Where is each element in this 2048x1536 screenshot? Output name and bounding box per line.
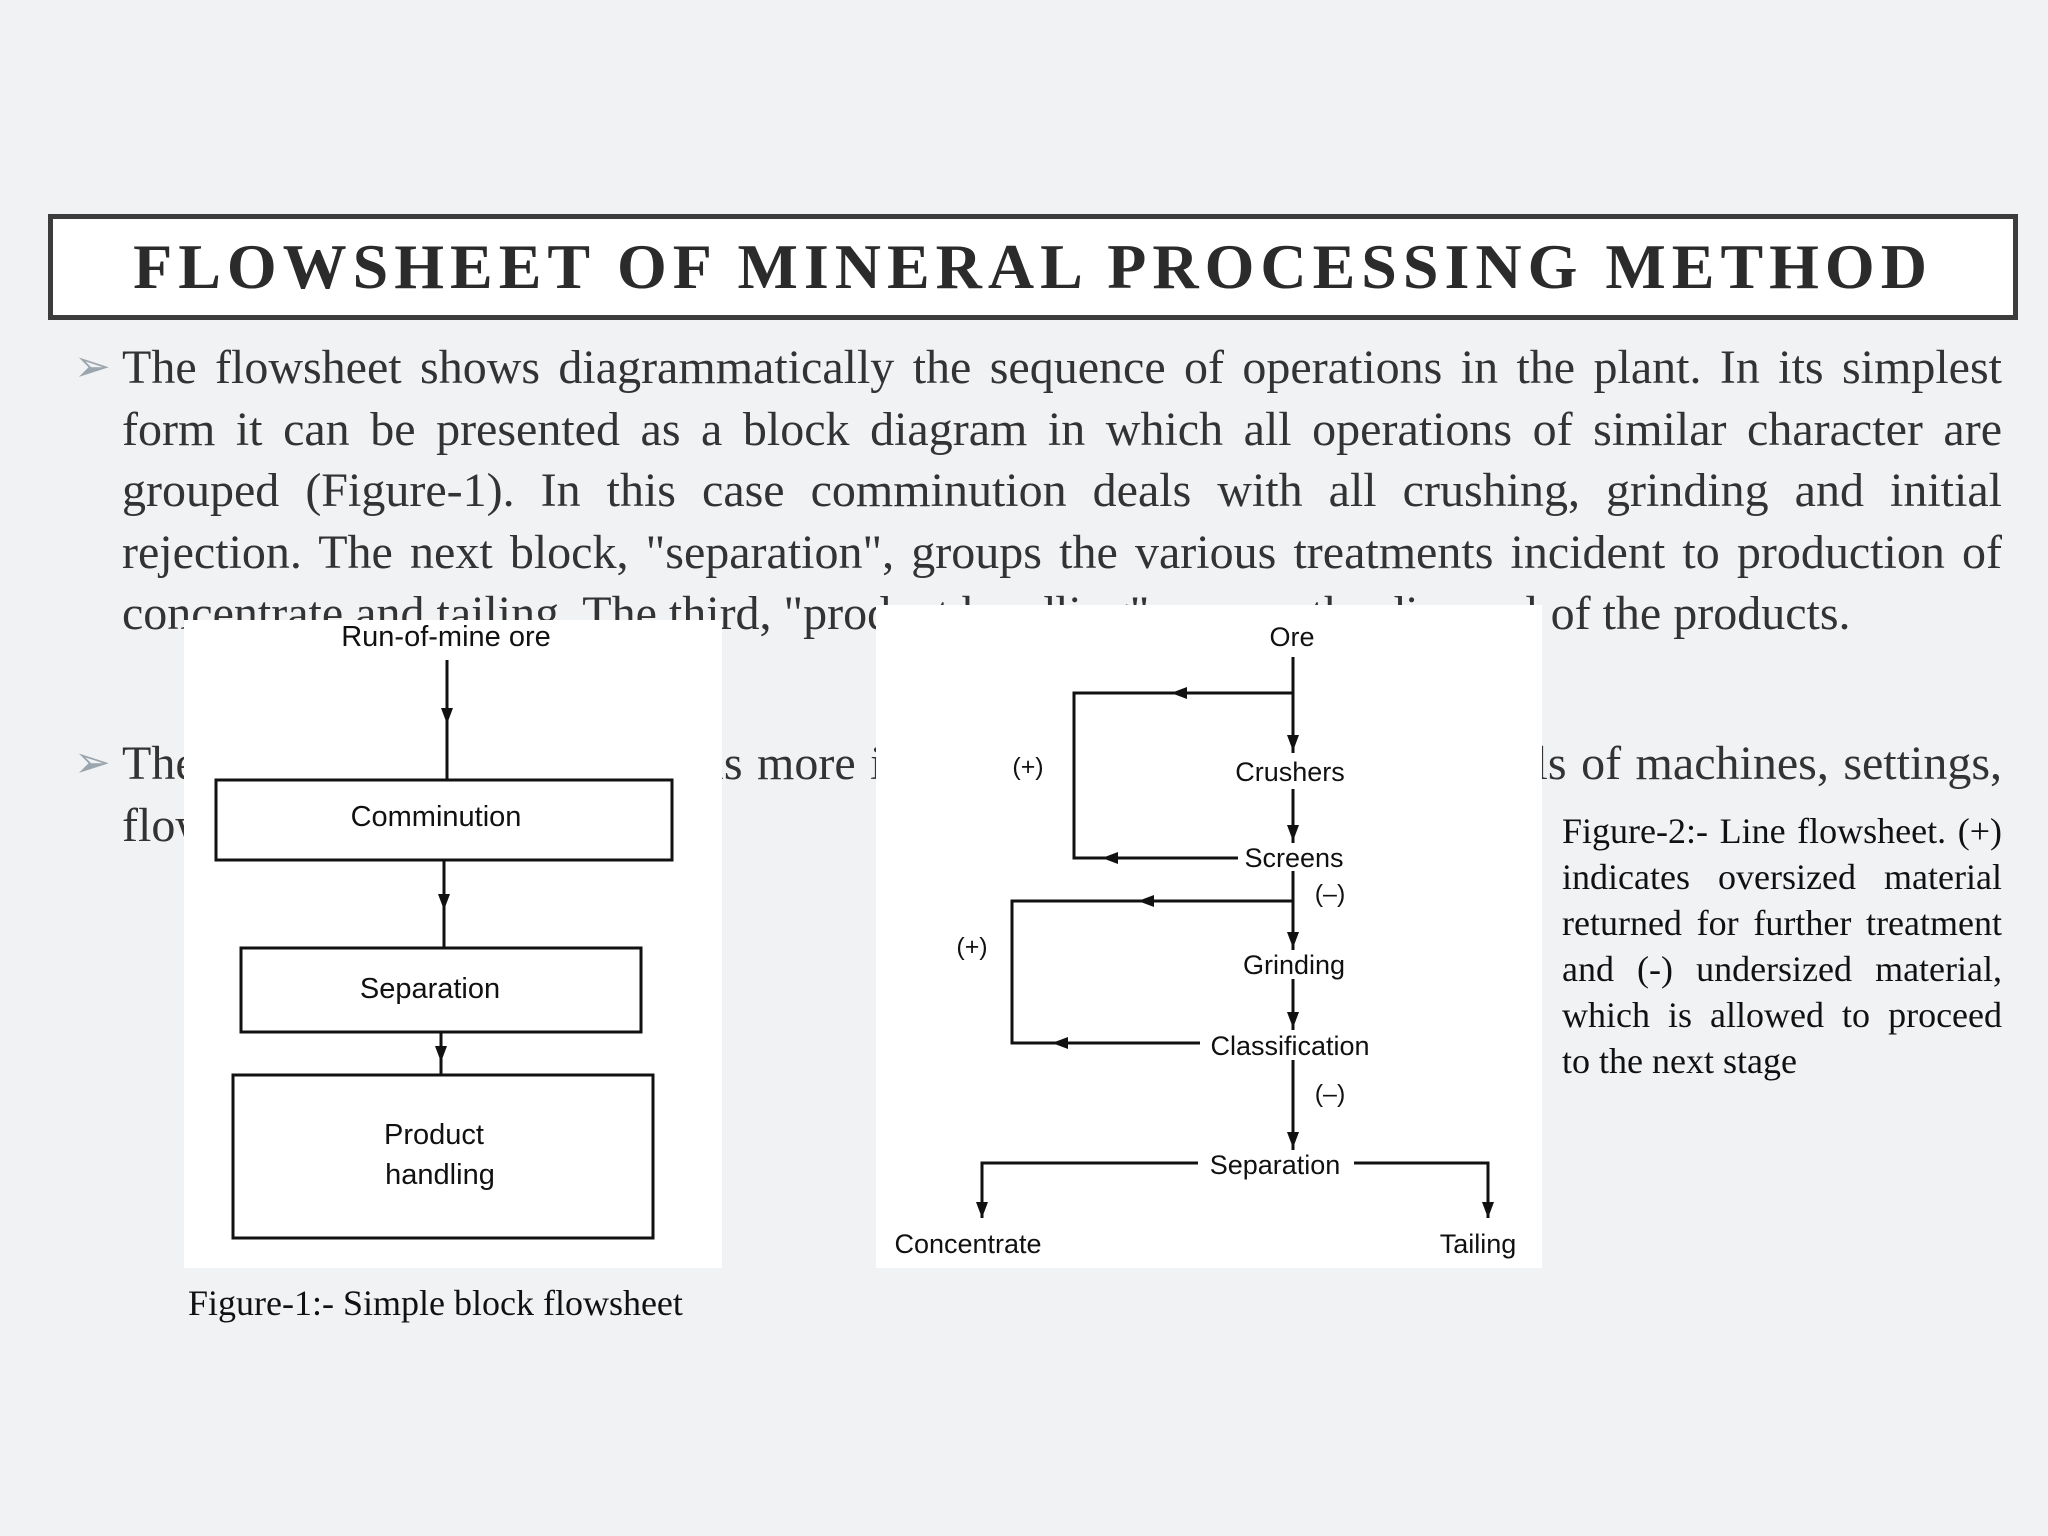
fig2-node-ore: Ore xyxy=(1269,622,1314,652)
fig2-node-screens: Screens xyxy=(1244,843,1343,873)
fig1-block-label: Comminution xyxy=(351,801,522,833)
fig2-oversize-marker: (+) xyxy=(956,933,987,961)
fig2-flow-lines xyxy=(980,657,1490,1218)
fig1-block-product-handling xyxy=(231,1073,655,1240)
fig1-block-label: Separation xyxy=(360,973,500,1005)
figure1-diagram: Run-of-mine ore Comminution Separation P… xyxy=(214,621,674,1240)
fig1-block-label: handling xyxy=(385,1159,495,1191)
fig2-node-grinding: Grinding xyxy=(1243,950,1345,980)
fig2-node-tailing: Tailing xyxy=(1440,1229,1517,1259)
bullet-text-1: The flowsheet shows diagrammatically the… xyxy=(122,341,2002,640)
fig1-input-label: Run-of-mine ore xyxy=(341,621,551,653)
figure1-caption: Figure-1:- Simple block flowsheet xyxy=(188,1283,683,1323)
fig1-arrowhead xyxy=(441,708,453,724)
fig2-undersize-marker: (–) xyxy=(1315,880,1346,908)
fig2-oversize-marker: (+) xyxy=(1012,753,1043,781)
fig2-node-separation: Separation xyxy=(1210,1150,1341,1180)
fig1-block-label: Product xyxy=(384,1119,484,1151)
fig2-undersize-marker: (–) xyxy=(1315,1080,1346,1108)
title-box: FLOWSHEET OF MINERAL PROCESSING METHOD xyxy=(48,214,2018,320)
fig2-arrowheads xyxy=(976,687,1494,1218)
arrow-bullet-icon: ➢ xyxy=(74,341,111,392)
fig2-node-concentrate: Concentrate xyxy=(894,1229,1041,1259)
fig1-arrowhead xyxy=(438,894,450,910)
figure2-caption: Figure-2:- Line flowsheet. (+) indicates… xyxy=(1562,811,2002,1081)
slide-title: FLOWSHEET OF MINERAL PROCESSING METHOD xyxy=(133,231,1933,302)
fig1-arrowhead xyxy=(435,1046,447,1062)
fig2-node-crushers: Crushers xyxy=(1235,757,1345,787)
arrow-bullet-icon: ➢ xyxy=(74,737,111,788)
fig2-node-classification: Classification xyxy=(1210,1031,1369,1061)
figure2-panel: Ore Crushers Screens Grinding Classifica… xyxy=(876,605,1542,1268)
figure1-panel: Run-of-mine ore Comminution Separation P… xyxy=(184,620,722,1268)
figure2-diagram: Ore Crushers Screens Grinding Classifica… xyxy=(894,622,1517,1259)
bullet-item-1: ➢ The flowsheet shows diagrammatically t… xyxy=(74,337,2002,645)
